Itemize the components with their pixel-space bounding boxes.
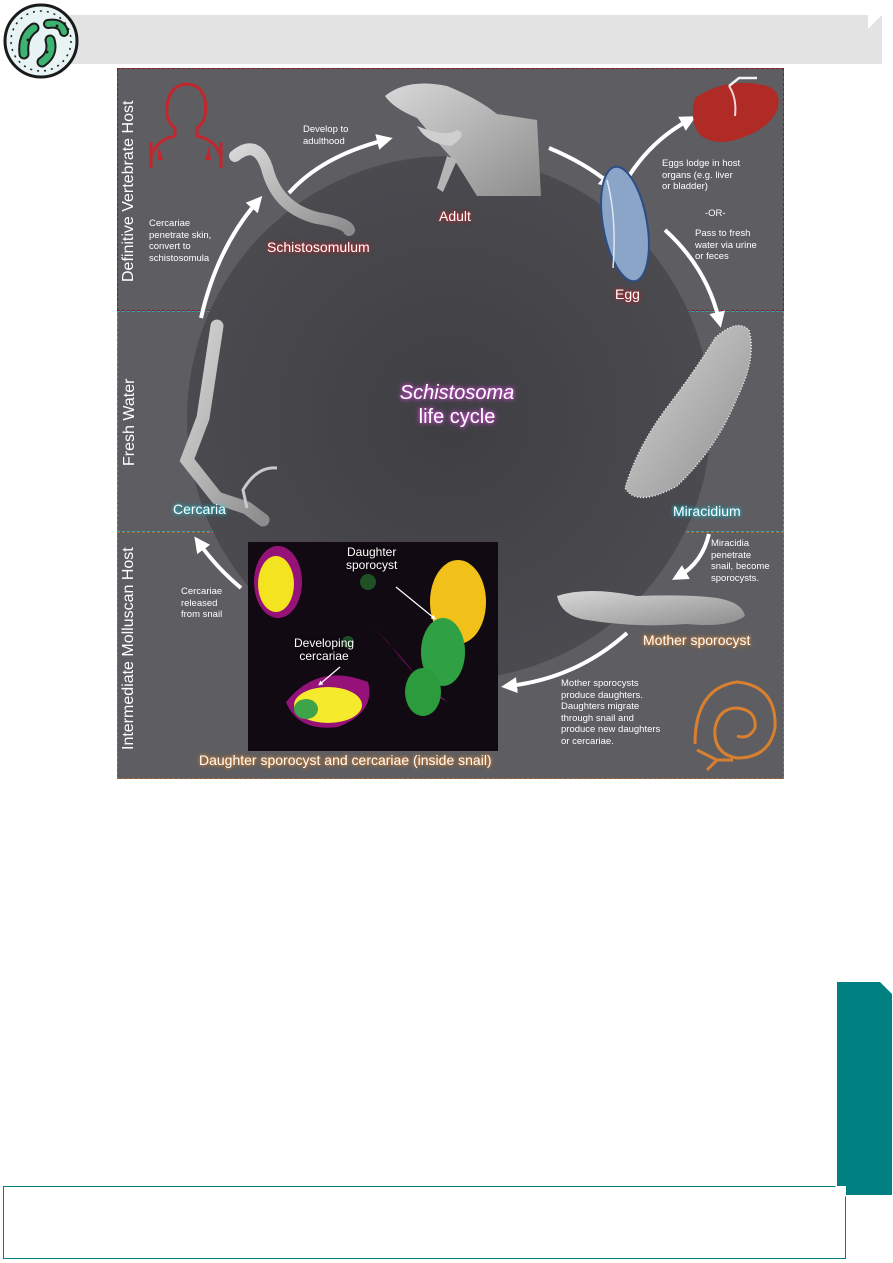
mother-sporocyst-image — [557, 591, 745, 626]
stage-adult: Adult — [439, 208, 471, 224]
stage-cercaria: Cercaria — [173, 501, 226, 517]
human-silhouette-icon — [149, 82, 223, 168]
miracidium-image — [624, 324, 752, 499]
stage-mother-sporocyst: Mother sporocyst — [643, 632, 751, 648]
note-mother-produce: Mother sporocysts produce daughters. Dau… — [561, 678, 661, 747]
note-miracidia-penetrate: Miracidia penetrate snail, become sporoc… — [711, 538, 770, 584]
cercaria-image — [179, 319, 270, 527]
stage-schistosomulum: Schistosomulum — [267, 239, 370, 255]
figure-title: Schistosoma life cycle — [367, 381, 547, 429]
micro-label-daughter: Daughter sporocyst — [346, 545, 398, 572]
band-label-fresh-water: Fresh Water — [121, 378, 138, 466]
schistosomulum-image — [229, 143, 355, 236]
title-genus: Schistosoma — [399, 382, 515, 404]
band-label-definitive-host: Definitive Vertebrate Host — [120, 100, 137, 282]
footer-box — [3, 1186, 846, 1259]
egg-image — [600, 165, 650, 283]
adult-worm-image — [385, 83, 541, 196]
note-cercariae-released: Cercariae released from snail — [181, 586, 223, 620]
stage-daughter-sporocyst: Daughter sporocyst and cercariae (inside… — [199, 752, 492, 768]
note-or: -OR- — [705, 208, 726, 219]
note-eggs-lodge: Eggs lodge in host organs (e.g. liver or… — [662, 158, 741, 192]
note-pass-water: Pass to fresh water via urine or feces — [695, 228, 757, 262]
header-bar — [40, 15, 882, 64]
bacteria-icon — [3, 3, 79, 79]
snail-icon — [693, 680, 777, 772]
side-tab — [837, 982, 892, 1195]
stage-miracidium: Miracidium — [673, 503, 741, 519]
micrograph-image: Daughter sporocyst Developing cercariae — [248, 542, 498, 751]
micro-label-developing: Developing cercariae — [294, 636, 355, 663]
band-label-molluscan-host: Intermediate Molluscan Host — [120, 547, 137, 750]
title-rest: life cycle — [418, 406, 496, 428]
note-cercariae-penetrate: Cercariae penetrate skin, convert to sch… — [149, 218, 212, 264]
lifecycle-figure: Definitive Vertebrate Host Fresh Water I… — [117, 68, 784, 779]
note-develop: Develop to adulthood — [303, 124, 349, 147]
stage-egg: Egg — [615, 286, 640, 302]
liver-icon — [692, 76, 779, 142]
